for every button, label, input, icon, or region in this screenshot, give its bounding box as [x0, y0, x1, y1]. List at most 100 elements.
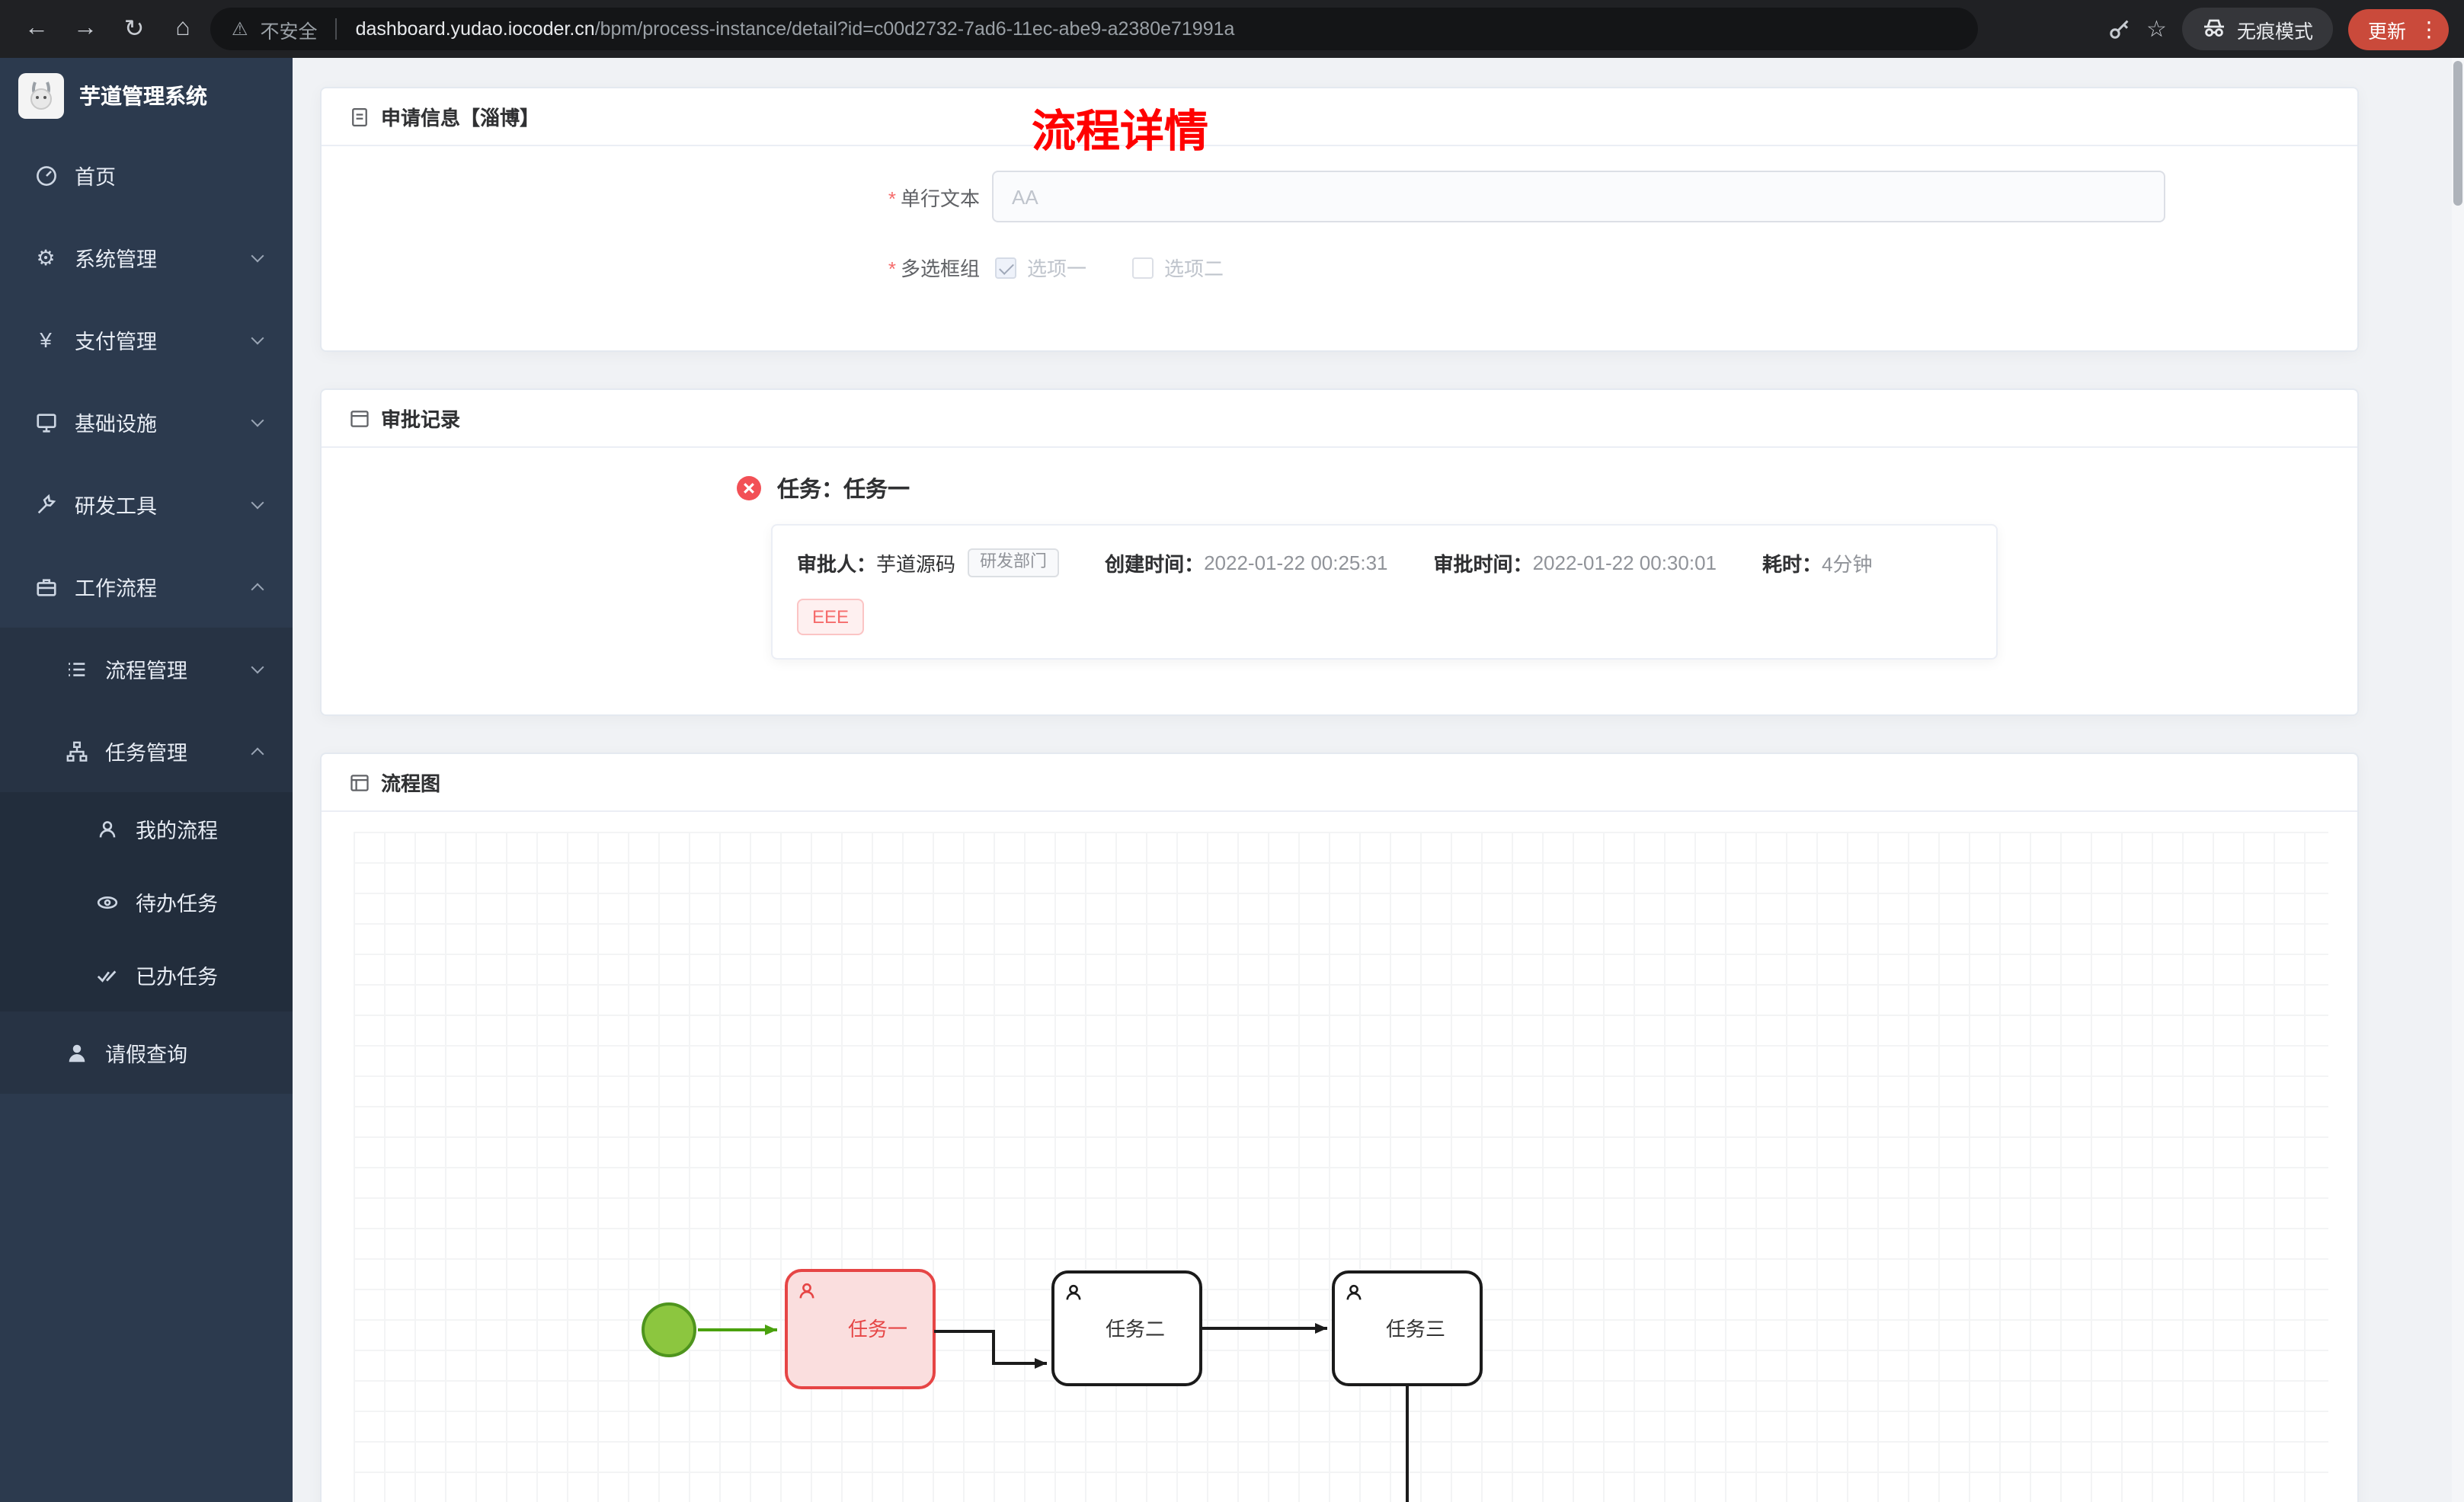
workflow-submenu: 流程管理 任务管理 我的流程 — [0, 628, 293, 1094]
task-tree-icon — [64, 740, 88, 762]
main-content: 流程详情 申请信息【淄博】 *单行文本 — [293, 58, 2464, 1502]
process-list-icon — [64, 657, 88, 680]
diagram-icon — [349, 772, 370, 793]
single-line-text-input[interactable] — [992, 171, 2165, 222]
checkbox-option-2[interactable]: 选项二 — [1132, 253, 1224, 282]
dept-tag: 研发部门 — [968, 548, 1060, 577]
approver-label: 审批人： — [797, 553, 877, 576]
checkbox-group: 选项一 选项二 — [995, 253, 1224, 282]
start-event-node[interactable] — [642, 1302, 696, 1357]
task-node-1[interactable]: 任务一 — [785, 1269, 936, 1389]
sidebar-item-label: 待办任务 — [136, 893, 218, 916]
sidebar-item-my-process[interactable]: 我的流程 — [0, 792, 293, 865]
url-domain: dashboard.yudao.iocoder.cn — [355, 18, 595, 40]
forward-icon[interactable]: → — [73, 15, 98, 41]
checkbox-label: 选项一 — [1027, 257, 1087, 280]
checkbox-unchecked-icon — [1132, 257, 1154, 278]
approve-time-group: 审批时间： 2022-01-22 00:30:01 — [1434, 548, 1717, 577]
sidebar-item-devtools[interactable]: 研发工具 — [0, 463, 293, 545]
sidebar-item-home[interactable]: 首页 — [0, 134, 293, 216]
required-mark: * — [888, 187, 896, 209]
person-icon — [64, 1041, 88, 1064]
bpmn-canvas[interactable]: 任务一 任务二 — [354, 832, 2328, 1502]
rejected-status-icon — [736, 475, 762, 501]
approval-card-title: 审批记录 — [381, 408, 461, 431]
records-icon — [349, 407, 370, 429]
url-path: /bpm/process-instance/detail?id=c00d2732… — [594, 18, 1235, 40]
back-icon[interactable]: ← — [24, 15, 49, 41]
dashboard-icon — [34, 164, 58, 187]
chevron-down-icon — [251, 331, 264, 344]
diagram-body: 任务一 任务二 — [322, 812, 2357, 1502]
timeline-item: 任务：任务一 审批人： 芋道源码 研发部门 创建时间： — [322, 472, 2357, 660]
not-secure-label: 不安全 — [260, 21, 318, 42]
bpmn-diagram: 任务一 任务二 — [642, 1269, 1483, 1502]
reload-icon[interactable]: ↻ — [123, 17, 145, 43]
scrollbar-thumb[interactable] — [2453, 61, 2462, 206]
sidebar-item-todo-tasks[interactable]: 待办任务 — [0, 865, 293, 938]
approval-detail-panel: 审批人： 芋道源码 研发部门 创建时间： 2022-01-22 00:25:31… — [771, 524, 1998, 660]
app-title: 芋道管理系统 — [79, 84, 207, 108]
chevron-down-icon — [251, 413, 264, 427]
update-button[interactable]: 更新 ⋮ — [2347, 8, 2449, 50]
approval-timeline: 任务：任务一 审批人： 芋道源码 研发部门 创建时间： — [322, 448, 2357, 714]
sidebar-item-infrastructure[interactable]: 基础设施 — [0, 381, 293, 463]
key-icon[interactable] — [2107, 17, 2131, 41]
app-logo: 芋道管理系统 — [0, 58, 293, 134]
scrollbar[interactable] — [2452, 58, 2464, 1502]
incognito-icon — [2202, 14, 2226, 43]
approver-group: 审批人： 芋道源码 研发部门 — [797, 548, 1060, 577]
apply-form: *单行文本 *多选框组 选项一 — [322, 146, 2357, 350]
sidebar-item-payment[interactable]: ¥ 支付管理 — [0, 299, 293, 381]
sidebar-item-label: 流程管理 — [105, 660, 187, 682]
create-time-group: 创建时间： 2022-01-22 00:25:31 — [1105, 548, 1387, 577]
sidebar: 芋道管理系统 首页 ⚙ 系统管理 ¥ 支付管理 — [0, 58, 293, 1502]
sidebar-item-task-management[interactable]: 任务管理 — [0, 710, 293, 792]
bookmark-star-icon[interactable]: ☆ — [2146, 17, 2167, 43]
app-frame: 芋道管理系统 首页 ⚙ 系统管理 ¥ 支付管理 — [0, 58, 2464, 1502]
flow-task1-task2 — [934, 1330, 1047, 1369]
diagram-card-header: 流程图 — [322, 754, 2357, 812]
home-icon[interactable]: ⌂ — [175, 15, 190, 41]
infrastructure-icon — [34, 411, 58, 433]
form-row-text: *单行文本 — [322, 171, 2357, 222]
sidebar-item-leave-query[interactable]: 请假查询 — [0, 1011, 293, 1094]
browser-toolbar: ← → ↻ ⌂ ⚠ 不安全 dashboard.yudao.iocoder.cn… — [0, 0, 2464, 58]
update-label: 更新 — [2367, 21, 2406, 42]
sidebar-item-done-tasks[interactable]: 已办任务 — [0, 938, 293, 1011]
sidebar-item-workflow[interactable]: 工作流程 — [0, 545, 293, 628]
sidebar-item-label: 我的流程 — [136, 820, 218, 842]
double-check-icon — [94, 964, 119, 986]
approver-name: 芋道源码 — [876, 553, 956, 576]
sidebar-item-label: 系统管理 — [75, 248, 157, 271]
gear-icon: ⚙ — [36, 244, 56, 269]
workflow-icon — [34, 575, 58, 598]
timeline-head: 任务：任务一 — [736, 472, 2357, 504]
incognito-label: 无痕模式 — [2236, 21, 2313, 42]
approve-time-value: 2022-01-22 00:30:01 — [1532, 551, 1717, 574]
task-node-2[interactable]: 任务二 — [1051, 1270, 1202, 1386]
toolbar-right: ☆ 无痕模式 更新 ⋮ — [2107, 8, 2449, 50]
create-time-value: 2022-01-22 00:25:31 — [1204, 551, 1388, 574]
task3-label: 任务三 — [1386, 1318, 1445, 1341]
approval-records-card: 审批记录 任务：任务一 审批人： — [320, 388, 2359, 716]
sidebar-item-label: 任务管理 — [105, 742, 187, 765]
task-node-3[interactable]: 任务三 — [1332, 1270, 1483, 1386]
form-row-checkbox: *多选框组 选项一 选项二 — [322, 253, 2357, 282]
task-submenu: 我的流程 待办任务 已办任务 — [0, 792, 293, 1011]
diagram-card-title: 流程图 — [381, 772, 441, 795]
required-mark: * — [888, 257, 896, 280]
sidebar-item-label: 支付管理 — [75, 331, 157, 353]
sidebar-item-label: 工作流程 — [75, 577, 157, 600]
address-bar[interactable]: ⚠ 不安全 dashboard.yudao.iocoder.cn/bpm/pro… — [210, 8, 1978, 50]
chevron-down-icon — [251, 248, 264, 262]
sidebar-item-label: 首页 — [75, 166, 116, 189]
menu-kebab-icon[interactable]: ⋮ — [2418, 16, 2440, 40]
chevron-down-icon — [251, 495, 264, 509]
sidebar-item-system[interactable]: ⚙ 系统管理 — [0, 216, 293, 299]
document-icon — [349, 106, 370, 127]
checkbox-group-label: *多选框组 — [888, 257, 980, 280]
page-url: dashboard.yudao.iocoder.cn/bpm/process-i… — [356, 18, 1235, 40]
checkbox-option-1[interactable]: 选项一 — [995, 253, 1086, 282]
sidebar-item-process-management[interactable]: 流程管理 — [0, 628, 293, 710]
